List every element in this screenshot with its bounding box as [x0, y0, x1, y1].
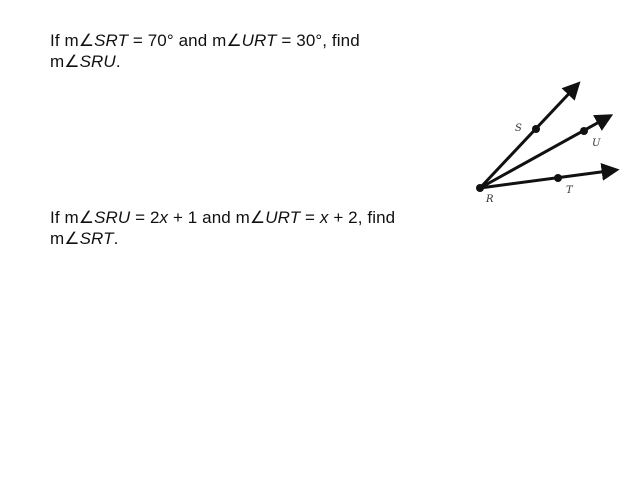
text-segment: m∠	[50, 52, 80, 71]
problem-2-line-1: If m∠SRU = 2x + 1 and m∠URT = x + 2, fin…	[50, 207, 460, 228]
text-segment: = 30°, find	[276, 31, 360, 50]
text-segment: If m∠	[50, 31, 95, 50]
angle-name: SRT	[79, 229, 114, 248]
problem-2-line-2: m∠SRT.	[50, 228, 460, 249]
text-segment: m∠	[50, 229, 80, 248]
text-segment: + 1 and m∠	[168, 208, 266, 227]
text-segment: If m∠	[50, 208, 95, 227]
angle-name: URT	[265, 208, 301, 227]
angle-name: SRU	[94, 208, 131, 227]
ray-rs	[478, 81, 581, 190]
ray-rt	[478, 162, 620, 190]
text-segment: + 2, find	[328, 208, 396, 227]
problem-2: If m∠SRU = 2x + 1 and m∠URT = x + 2, fin…	[50, 207, 460, 249]
variable: x	[159, 208, 169, 227]
ray-ru	[478, 114, 614, 190]
text-segment: .	[113, 229, 119, 248]
text-segment: = 70° and m∠	[128, 31, 242, 50]
problem-1-line-2: m∠SRU.	[50, 51, 460, 72]
point-t	[554, 174, 562, 182]
text-segment: .	[115, 52, 121, 71]
problem-1-line-1: If m∠SRT = 70° and m∠URT = 30°, find	[50, 30, 460, 51]
text-segment: =	[300, 208, 320, 227]
angle-diagram: S U T R	[476, 81, 620, 205]
problem-1: If m∠SRT = 70° and m∠URT = 30°, find m∠S…	[50, 30, 460, 72]
angle-name: URT	[241, 31, 277, 50]
label-t: T	[566, 185, 574, 196]
variable: x	[319, 208, 329, 227]
label-r: R	[485, 194, 494, 205]
label-s: S	[515, 123, 522, 134]
angle-name: SRU	[79, 52, 116, 71]
text-segment: = 2	[130, 208, 160, 227]
point-s	[532, 125, 540, 133]
point-r	[476, 184, 484, 192]
label-u: U	[592, 138, 601, 149]
point-u	[580, 127, 588, 135]
angle-name: SRT	[94, 31, 129, 50]
